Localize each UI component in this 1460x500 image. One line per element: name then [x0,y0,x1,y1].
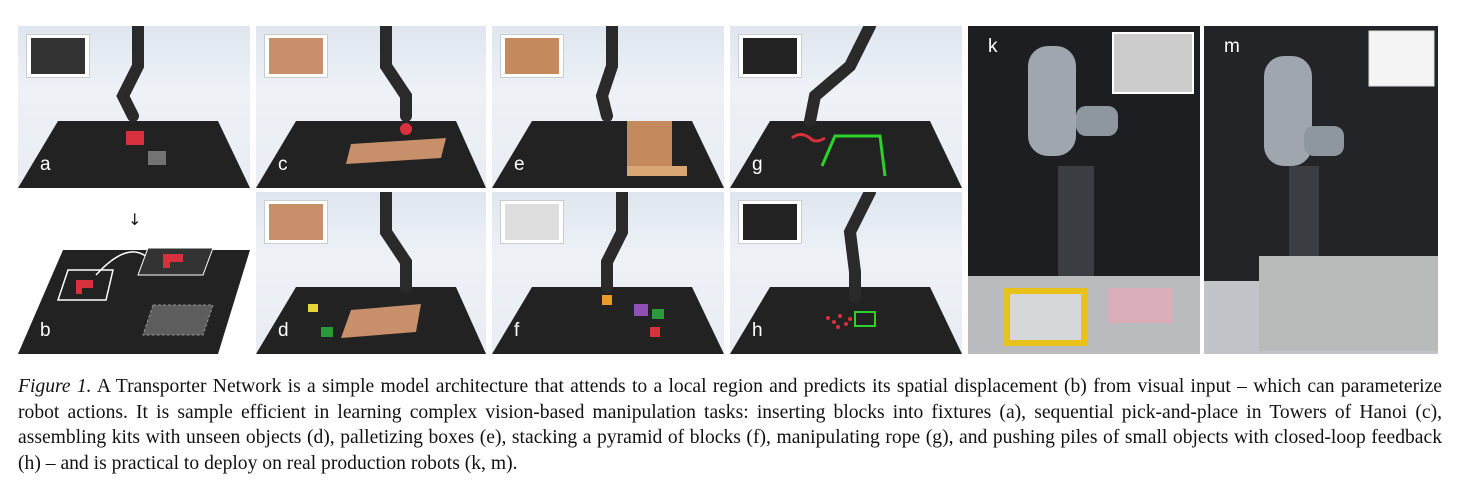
panel-b-diagram [18,247,250,354]
panel-a-inset [26,34,90,78]
figure-caption: Figure 1. A Transporter Network is a sim… [18,374,1442,476]
panel-e-scene [492,26,724,188]
panel-k: k [968,26,1200,354]
panel-e-label: e [514,154,525,175]
panel-d-scene [256,192,486,354]
panel-c-scene [256,26,486,188]
panel-m-photo [1204,26,1438,354]
panel-g-inset [738,34,802,78]
panel-g-label: g [752,154,763,175]
panel-d-inset [264,200,328,244]
panel-b: b [18,230,250,354]
panel-a-scene [18,26,250,188]
panel-g-scene [730,26,962,188]
caption-text: A Transporter Network is a simple model … [18,376,1442,474]
panel-e-inset [500,34,564,78]
panel-d-label: d [278,320,289,341]
figure-label: Figure 1. [18,376,92,397]
panel-g: g [730,26,962,188]
panel-e: e [492,26,724,188]
panel-c-label: c [278,154,288,175]
panel-a-to-b-arrow: ↓ [128,210,142,229]
panel-h-label: h [752,320,763,341]
panel-f: f [492,192,724,354]
panel-b-label: b [40,320,51,341]
panel-f-inset [500,200,564,244]
panel-d: d [256,192,486,354]
panel-m-label: m [1224,36,1240,57]
panel-h-inset [738,200,802,244]
panel-k-label: k [988,36,998,57]
panel-h-scene [730,192,962,354]
panel-m: m [1204,26,1438,354]
panel-c: c [256,26,486,188]
panel-a: a [18,26,250,188]
panel-a-label: a [40,154,51,175]
panel-f-scene [492,192,724,354]
panel-f-label: f [514,320,520,341]
panel-k-photo [968,26,1200,354]
panel-h: h [730,192,962,354]
panel-c-inset [264,34,328,78]
